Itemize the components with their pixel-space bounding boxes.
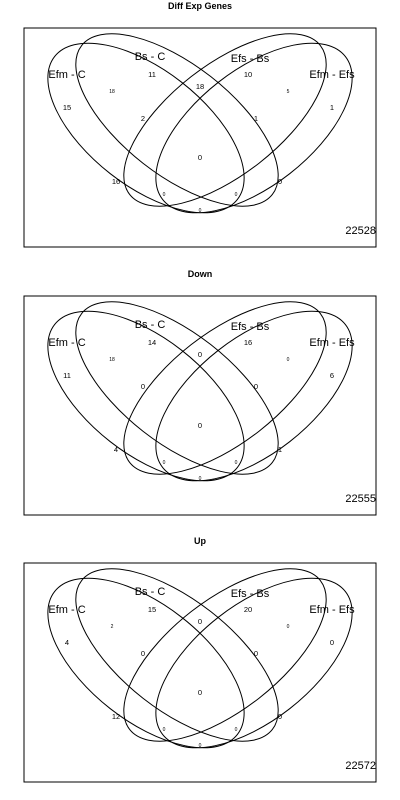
ellipse-bs-c xyxy=(75,568,279,742)
region-count-bcd: 0 xyxy=(254,649,258,658)
region-count-c: 10 xyxy=(244,70,252,79)
region-count-c: 16 xyxy=(244,338,252,347)
set-label: Efs - Bs xyxy=(231,53,270,65)
region-count-cd: 5 xyxy=(287,89,290,95)
set-label: Efs - Bs xyxy=(231,321,270,333)
set-label: Efm - C xyxy=(48,69,85,81)
region-count-ab: 18 xyxy=(109,357,115,363)
region-count-a: 15 xyxy=(63,103,71,112)
region-count-abd: 0 xyxy=(199,208,202,214)
panel-frame xyxy=(23,27,377,248)
ellipse-efs-bs xyxy=(123,568,327,742)
region-count-abcd: 0 xyxy=(198,421,202,430)
region-count-ad: 0 xyxy=(163,460,166,466)
ellipse-bs-c xyxy=(75,33,279,207)
outside-count: 22528 xyxy=(345,225,376,237)
outside-count: 22555 xyxy=(345,493,376,505)
set-label: Efm - C xyxy=(48,604,85,616)
set-label: Efm - Efs xyxy=(309,337,355,349)
set-label: Efm - Efs xyxy=(309,69,355,81)
region-count-abcd: 0 xyxy=(198,688,202,697)
region-count-bc: 0 xyxy=(141,649,145,658)
region-count-ac: 18 xyxy=(196,82,204,91)
region-count-c: 20 xyxy=(244,605,252,614)
set-label: Efs - Bs xyxy=(231,588,270,600)
region-count-abcd: 0 xyxy=(198,153,202,162)
region-count-ad: 0 xyxy=(163,727,166,733)
panel-title: Diff Exp Genes xyxy=(168,1,232,11)
set-label: Bs - C xyxy=(135,586,166,598)
region-count-bc: 0 xyxy=(141,382,145,391)
outside-count: 22572 xyxy=(345,760,376,772)
region-count-cd: 0 xyxy=(287,357,290,363)
region-count-ac: 0 xyxy=(198,350,202,359)
region-count-acd: 0 xyxy=(235,727,238,733)
region-count-bc: 2 xyxy=(141,114,145,123)
set-label: Efm - C xyxy=(48,337,85,349)
region-count-bcd: 1 xyxy=(254,114,258,123)
set-label: Bs - C xyxy=(135,319,166,331)
panel-frame xyxy=(23,562,377,783)
panel-title: Down xyxy=(188,269,213,279)
ellipse-efs-bs xyxy=(123,301,327,475)
region-count-a: 4 xyxy=(65,638,69,647)
region-count-abc: 4 xyxy=(114,445,118,454)
ellipse-bs-c xyxy=(75,301,279,475)
region-count-bd: 0 xyxy=(278,712,282,721)
ellipse-efm-efs xyxy=(155,310,353,482)
region-count-ad: 0 xyxy=(163,192,166,198)
panel-frame xyxy=(23,295,377,516)
set-label: Efm - Efs xyxy=(309,604,355,616)
set-label: Bs - C xyxy=(135,51,166,63)
region-count-abc: 12 xyxy=(112,712,120,721)
panel-title: Up xyxy=(194,536,206,546)
region-count-a: 11 xyxy=(63,371,71,380)
region-count-abc: 16 xyxy=(112,177,120,186)
region-count-ab: 2 xyxy=(111,624,114,630)
region-count-b: 11 xyxy=(148,70,156,79)
ellipse-efm-efs xyxy=(155,577,353,749)
ellipse-efm-c xyxy=(47,310,245,482)
ellipse-efm-efs xyxy=(155,42,353,214)
region-count-abd: 0 xyxy=(199,476,202,482)
ellipse-efm-c xyxy=(47,577,245,749)
region-count-b: 14 xyxy=(148,338,156,347)
region-count-ab: 18 xyxy=(109,89,115,95)
region-count-bcd: 0 xyxy=(254,382,258,391)
region-count-d: 6 xyxy=(330,371,334,380)
region-count-d: 0 xyxy=(330,638,334,647)
ellipse-efm-c xyxy=(47,42,245,214)
region-count-acd: 0 xyxy=(235,460,238,466)
region-count-ac: 0 xyxy=(198,617,202,626)
region-count-bd: 0 xyxy=(278,177,282,186)
region-count-abd: 0 xyxy=(199,743,202,749)
region-count-bd: 1 xyxy=(278,445,282,454)
region-count-d: 1 xyxy=(330,103,334,112)
ellipse-efs-bs xyxy=(123,33,327,207)
region-count-b: 15 xyxy=(148,605,156,614)
region-count-acd: 0 xyxy=(235,192,238,198)
region-count-cd: 0 xyxy=(287,624,290,630)
